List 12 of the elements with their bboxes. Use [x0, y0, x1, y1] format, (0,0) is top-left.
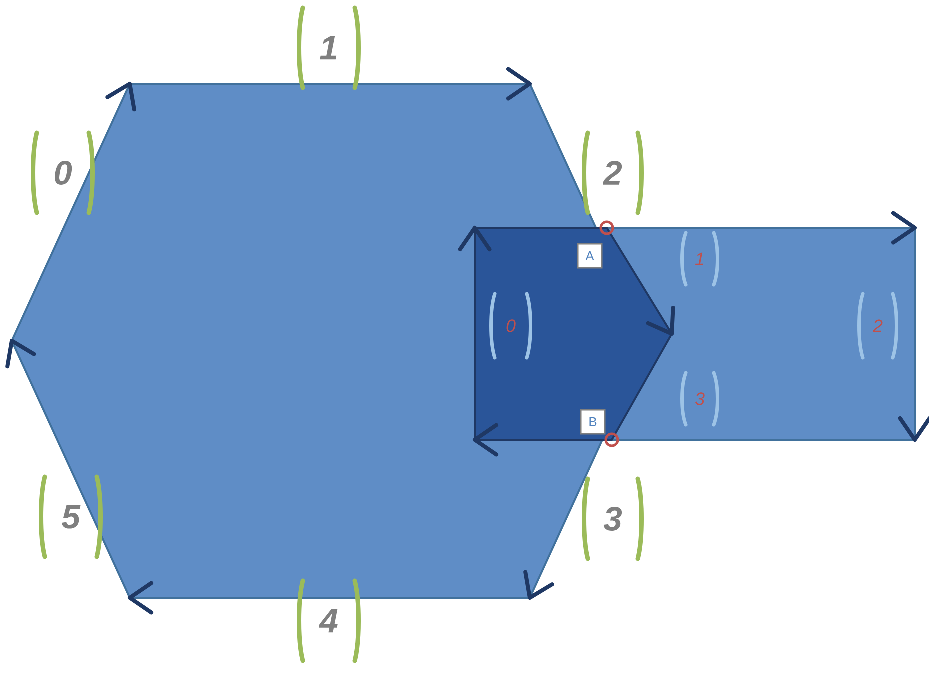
bracketed-label: 1: [297, 6, 361, 90]
bracketed-label: 2: [582, 130, 644, 216]
bracketed-label: 3: [680, 371, 720, 427]
vertex-label: A: [577, 243, 603, 269]
bracketed-label: 0: [490, 292, 532, 360]
bracketed-label: 5: [39, 474, 103, 560]
bracketed-label: 4: [297, 578, 361, 664]
vertex-label: B: [580, 409, 606, 435]
bracketed-label: 1: [680, 231, 720, 287]
bracketed-label: 3: [582, 476, 644, 562]
bracketed-label: 0: [31, 130, 95, 216]
bracketed-label: 2: [858, 292, 898, 360]
